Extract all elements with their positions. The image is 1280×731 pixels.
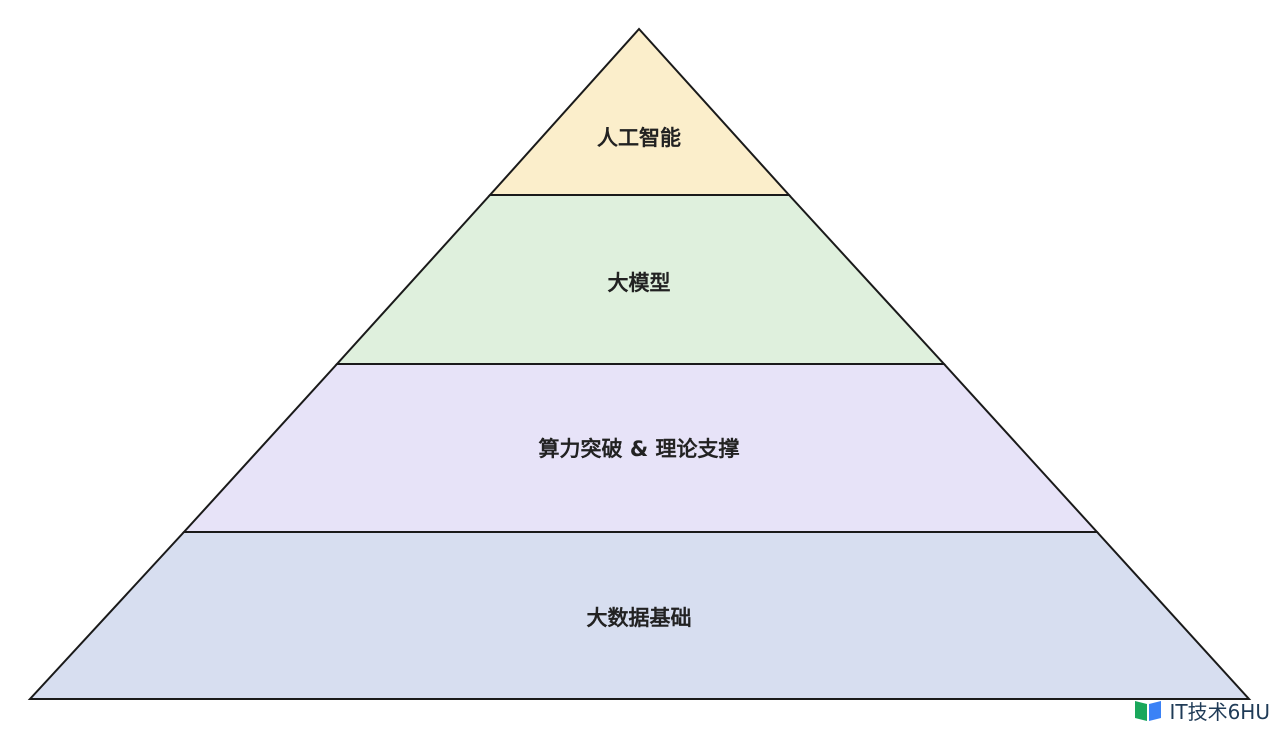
layer-ai-shape (487, 27, 792, 196)
layer-compute-theory-label: 算力突破 & 理论支撑 (539, 437, 740, 461)
layer-ai-label: 人工智能 (597, 126, 681, 150)
layer-big-data-shape (27, 531, 1252, 700)
watermark-text: IT技术6HU (1169, 699, 1270, 724)
layer-big-data-label: 大数据基础 (587, 606, 692, 630)
layer-large-model-label: 大模型 (608, 271, 671, 295)
watermark: IT技术6HU (1133, 695, 1270, 725)
book-logo-icon (1135, 701, 1162, 721)
